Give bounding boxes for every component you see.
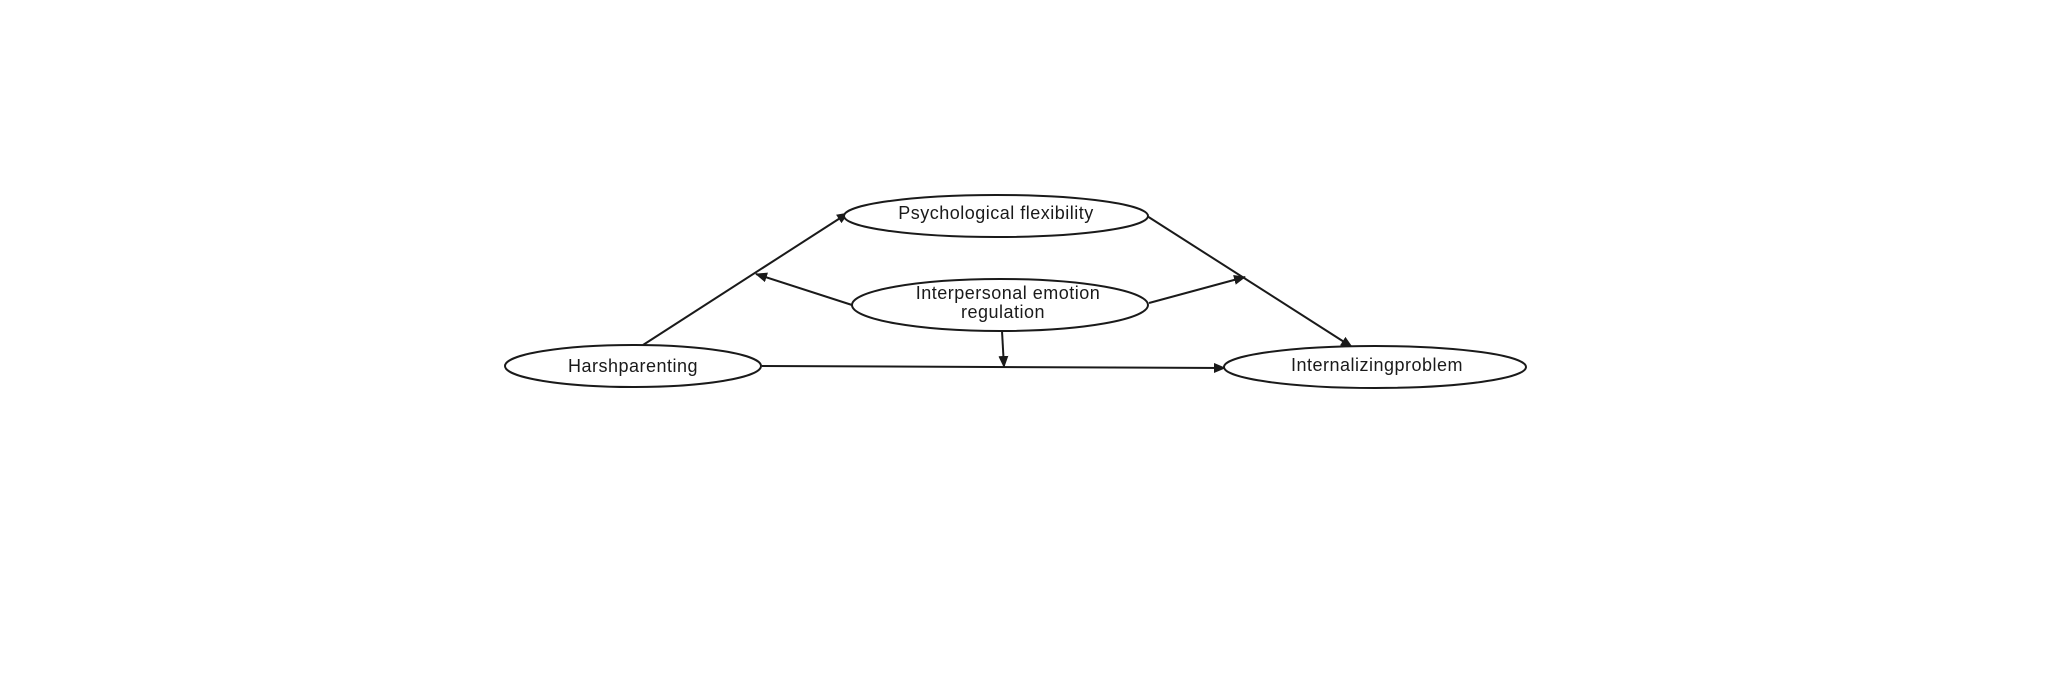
edge-moderator-to-path-a [755,272,853,306]
edge-moderator-to-path-b [1148,275,1246,304]
edge-harsh-to-flexibility [642,212,849,346]
node-internalizing-problem: Internalizingproblem [1223,345,1527,389]
node-interpersonal-emotion-regulation-label-line1: Interpersonal emotion [916,283,1101,303]
edge-flexibility-to-internalizing [1146,215,1353,348]
node-internalizing-problem-label: Internalizingproblem [1291,355,1463,375]
node-harsh-parenting: Harshparenting [504,344,762,388]
edge-harsh-to-internalizing [761,362,1226,373]
node-interpersonal-emotion-regulation-label-line2: regulation [961,302,1045,322]
node-psychological-flexibility-label: Psychological flexibility [898,203,1094,223]
node-harsh-parenting-label: Harshparenting [568,356,698,376]
node-interpersonal-emotion-regulation: Interpersonal emotion regulation [851,278,1149,332]
edge-moderator-to-path-c [998,330,1009,368]
node-psychological-flexibility: Psychological flexibility [843,194,1149,238]
